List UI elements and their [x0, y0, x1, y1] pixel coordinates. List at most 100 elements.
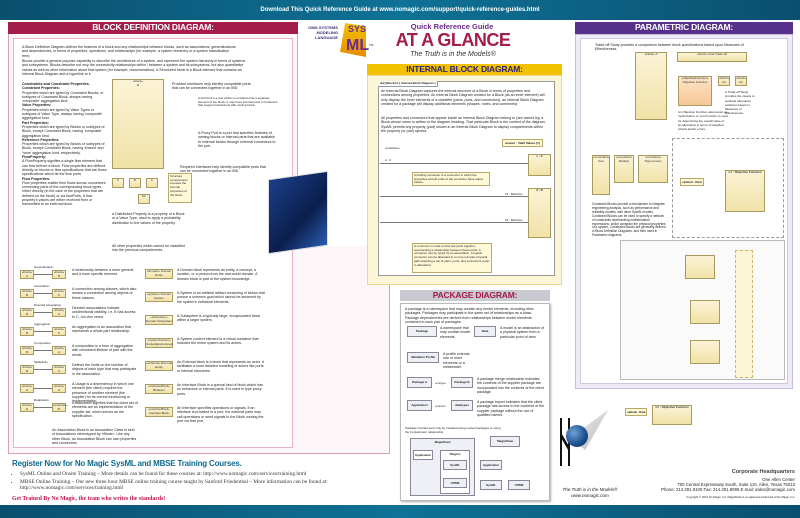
relation-block-b[interactable]: «block» A	[52, 384, 66, 393]
relation-label: Aggregation	[34, 322, 51, 326]
prop-desc: A FlowProperty signifies a single flow e…	[22, 159, 107, 177]
pkg-tree-root[interactable]: MagicDraw	[490, 436, 520, 447]
pkg-intro: A package is a namespace that may contai…	[405, 307, 534, 324]
port-label: b1 : Behavior	[505, 192, 523, 196]
prop-desc: Properties which are typed by Blocks or …	[22, 124, 105, 138]
relation-block-a[interactable]: «block» B	[20, 365, 34, 374]
relation-label: Realization	[34, 398, 49, 402]
param-tradeoff-note: A Trade-off Study provides the means to …	[725, 90, 755, 116]
pkg-tree-sysml2[interactable]: SysML	[480, 480, 502, 490]
logo-sphere	[566, 425, 588, 447]
stereotype-block[interactable]: «interfaceBlock» Interface Block	[145, 407, 173, 417]
param-trigonometry[interactable]: «constraint» Trigonometry	[638, 155, 668, 183]
block-a-diagram[interactable]: «block»A	[112, 79, 164, 169]
pkg-tree-app2[interactable]: Application	[480, 460, 502, 470]
relation-block-a[interactable]: «block» B	[20, 289, 34, 298]
pkg-header: PACKAGE DIAGRAM:	[400, 290, 550, 301]
relation-row: Realization «block» E «interface» IF A r…	[20, 398, 140, 420]
block-df[interactable]: DF	[138, 194, 150, 204]
pkg-label: UPDM	[514, 483, 524, 487]
ibd-connector-note: A connector is used to bind two parts to…	[412, 243, 492, 273]
stereotype-block[interactable]: «domain» Domain Entity	[145, 269, 173, 279]
relation-line	[34, 274, 52, 275]
pkg-profile[interactable]: Validation Profile	[407, 352, 439, 363]
block-f[interactable]: F	[146, 178, 158, 188]
hq-title: Corporate Headquarters	[731, 469, 795, 475]
relation-block-a[interactable]: «block» B	[20, 308, 34, 317]
param-a1[interactable]: «block» A1	[718, 76, 730, 86]
param-block-a[interactable]: «block» A	[635, 52, 667, 120]
relation-label: Multiplicity	[34, 360, 48, 364]
pkg-data[interactable]: Data	[474, 326, 496, 337]
stereotype-block[interactable]: «subsystem» Domain Subsystem	[145, 315, 173, 325]
stereotype-desc: An Interface specifies operations or sig…	[177, 406, 264, 423]
relation-row: Aggregation «block» B «block» C An aggre…	[20, 322, 140, 344]
prop-desc: Properties which are typed by Constraint…	[22, 90, 104, 104]
stereotype-block[interactable]: «external» External Entity	[145, 361, 173, 371]
param-o1-label: o1 : Objective Function	[728, 170, 762, 174]
relation-block-b[interactable]: «block» C	[52, 289, 66, 298]
relation-block-b[interactable]: «interface» IF	[52, 403, 68, 412]
tagline: The Truth is in the Models®	[410, 51, 496, 58]
register-item[interactable]: MBSE Online Training – Our new three hou…	[20, 479, 398, 491]
pkg-tree-updm2[interactable]: UPDM	[508, 480, 530, 490]
param-lower-block[interactable]	[690, 300, 720, 324]
pkg-b[interactable]: Package B	[451, 377, 473, 388]
relation-row: «block» A «block» A A Usage is a depende…	[20, 382, 140, 403]
relation-block-b[interactable]: «block» A	[52, 346, 66, 355]
relation-block-a[interactable]: «block» E	[20, 403, 34, 412]
pkg-tree-app[interactable]: Application	[413, 450, 433, 460]
param-value-column	[735, 250, 753, 378]
pkg-label: SysML	[486, 483, 496, 487]
register-list: SysML Online and Onsite Training – More …	[20, 471, 398, 491]
stereotype-block[interactable]: «systemContext» ContextEnvironment	[145, 338, 173, 348]
param-o1[interactable]: o1 : Objective Function	[725, 170, 765, 212]
param-intro: Trade-off Study provides a comparison be…	[595, 43, 744, 52]
relation-row: Multiplicity «block» B «block» C Defines…	[20, 360, 140, 382]
pkg-label: Package	[415, 329, 429, 333]
relation-block-b[interactable]: «block» C	[52, 365, 66, 374]
register-item[interactable]: SysML Online and Onsite Training – More …	[20, 471, 398, 477]
stereotype-block[interactable]: «interfaceBlock» Behavior	[145, 384, 173, 394]
param-optimal: optimal : Real	[680, 178, 704, 186]
relation-row: Generalization «block» A «block» B A rel…	[20, 265, 140, 287]
download-banner[interactable]: Download This Quick Reference Guide at w…	[0, 0, 800, 20]
relation-block-a[interactable]: «block» B	[20, 346, 34, 355]
param-sum[interactable]: «constraint» Sum	[592, 155, 610, 195]
param-lower-block[interactable]	[690, 340, 720, 364]
pkg-package[interactable]: Package	[407, 326, 437, 337]
pkg-application[interactable]: Application	[407, 400, 432, 411]
relation-block-a[interactable]: «block» A	[20, 270, 34, 279]
relation-block-a[interactable]: «block» A	[20, 384, 34, 393]
prop-desc: Properties which are typed by Value Type…	[22, 107, 103, 121]
stereotype-block[interactable]: «system» Domain System	[145, 292, 173, 302]
relation-block-b[interactable]: «block» B	[52, 270, 66, 279]
param-lower-objfn[interactable]: o1 : Objective Function	[652, 405, 692, 425]
param-cost-tradeoff[interactable]: «block» Cost Trade-off	[677, 52, 747, 62]
ibd-part-c[interactable]: c : C	[528, 154, 551, 176]
pkg-a[interactable]: Package A	[407, 377, 432, 388]
pkg-tree-sysml[interactable]: SysML	[443, 460, 467, 470]
register-tagline: Get Trained By No Magic, the team who wr…	[12, 496, 166, 502]
part-label: c : C	[536, 154, 543, 158]
stereotype-row: «external» External Entity An External b…	[145, 360, 265, 383]
note-provided: Provided Interfaces help identify compat…	[172, 82, 251, 91]
prop-heading: FlowProperty:	[22, 155, 47, 160]
param-lower-block[interactable]	[685, 255, 715, 279]
relation-block-b[interactable]: «block» C	[52, 327, 66, 336]
pkg-tree-updm[interactable]: UPDM	[443, 478, 467, 488]
ibd-part-d[interactable]: d : D	[528, 188, 551, 238]
pkg-datatypes[interactable]: datatypes	[451, 400, 473, 411]
hq-addr2: 700 Central Expressway South, Suite 110,…	[677, 482, 795, 487]
relation-block-b[interactable]: «block» C	[52, 308, 66, 317]
relation-block-a[interactable]: «block» B	[20, 327, 34, 336]
prop-desc: Properties which are typed by Blocks or …	[22, 142, 105, 155]
block-c[interactable]: C	[112, 178, 124, 188]
param-multiply[interactable]: «constraint» Multiply	[614, 155, 634, 183]
param-objective-fn[interactable]: «objectiveFunction» Objective Function	[678, 76, 712, 106]
param-a2[interactable]: «block» A2	[735, 76, 747, 86]
ibd-text-2: All properties and connectors that appea…	[381, 116, 546, 133]
block-d[interactable]: D	[129, 178, 141, 188]
pkg-label: MagicDraw	[497, 439, 513, 443]
relation-label: Generalization	[34, 265, 54, 269]
